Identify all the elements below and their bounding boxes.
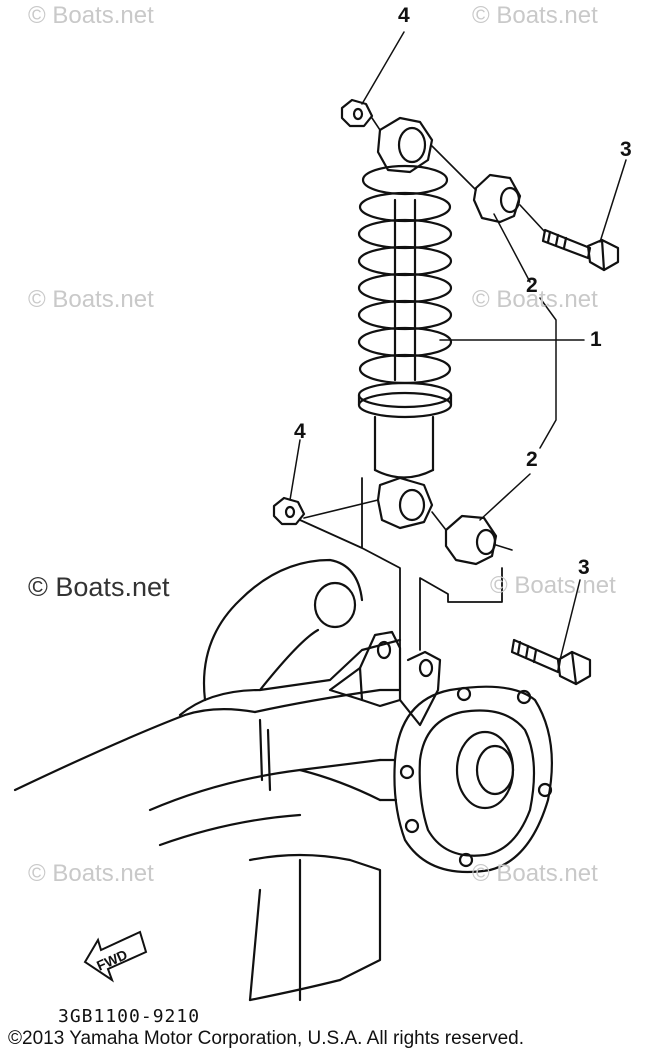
wheel-hub [378,685,553,874]
watermark: © Boats.net [28,572,170,602]
diagram-code: 3GB1100-9210 [58,1006,201,1027]
callout-3-lower: 3 [578,556,590,579]
watermark: © Boats.net [472,286,598,313]
nut-upper [340,98,374,128]
bushing-lower [444,514,498,566]
leader-line-2-lower [479,473,531,521]
leader-line-2-connector [539,297,557,449]
callout-4-lower: 4 [294,420,306,443]
watermark: © Boats.net [28,860,154,887]
callout-2-upper: 2 [526,274,538,297]
leader-line-3-upper [599,159,627,243]
swing-arm-housing [13,558,402,1002]
callout-4-upper: 4 [398,4,410,27]
nut-lower [272,496,306,526]
watermark: © Boats.net [490,572,616,599]
callout-1: 1 [590,328,602,351]
callout-3-upper: 3 [620,138,632,161]
bolt-upper [541,228,620,272]
fwd-arrow-icon [83,930,148,983]
shock-absorber [357,116,453,530]
watermark: © Boats.net [472,860,598,887]
leader-line-2-upper [493,213,531,283]
watermark: © Boats.net [28,2,154,29]
bushing-upper [472,173,522,224]
leader-line-3-lower [559,579,581,661]
bolt-lower [510,638,592,686]
callout-2-lower: 2 [526,448,538,471]
shock-mount-tabs [328,630,442,727]
watermark: © Boats.net [28,286,154,313]
copyright-notice: ©2013 Yamaha Motor Corporation, U.S.A. A… [8,1028,524,1049]
leader-line-4-lower [289,439,301,501]
leader-line-4-upper [361,31,405,105]
watermark: © Boats.net [472,2,598,29]
mount-bracket-outline [299,477,503,651]
